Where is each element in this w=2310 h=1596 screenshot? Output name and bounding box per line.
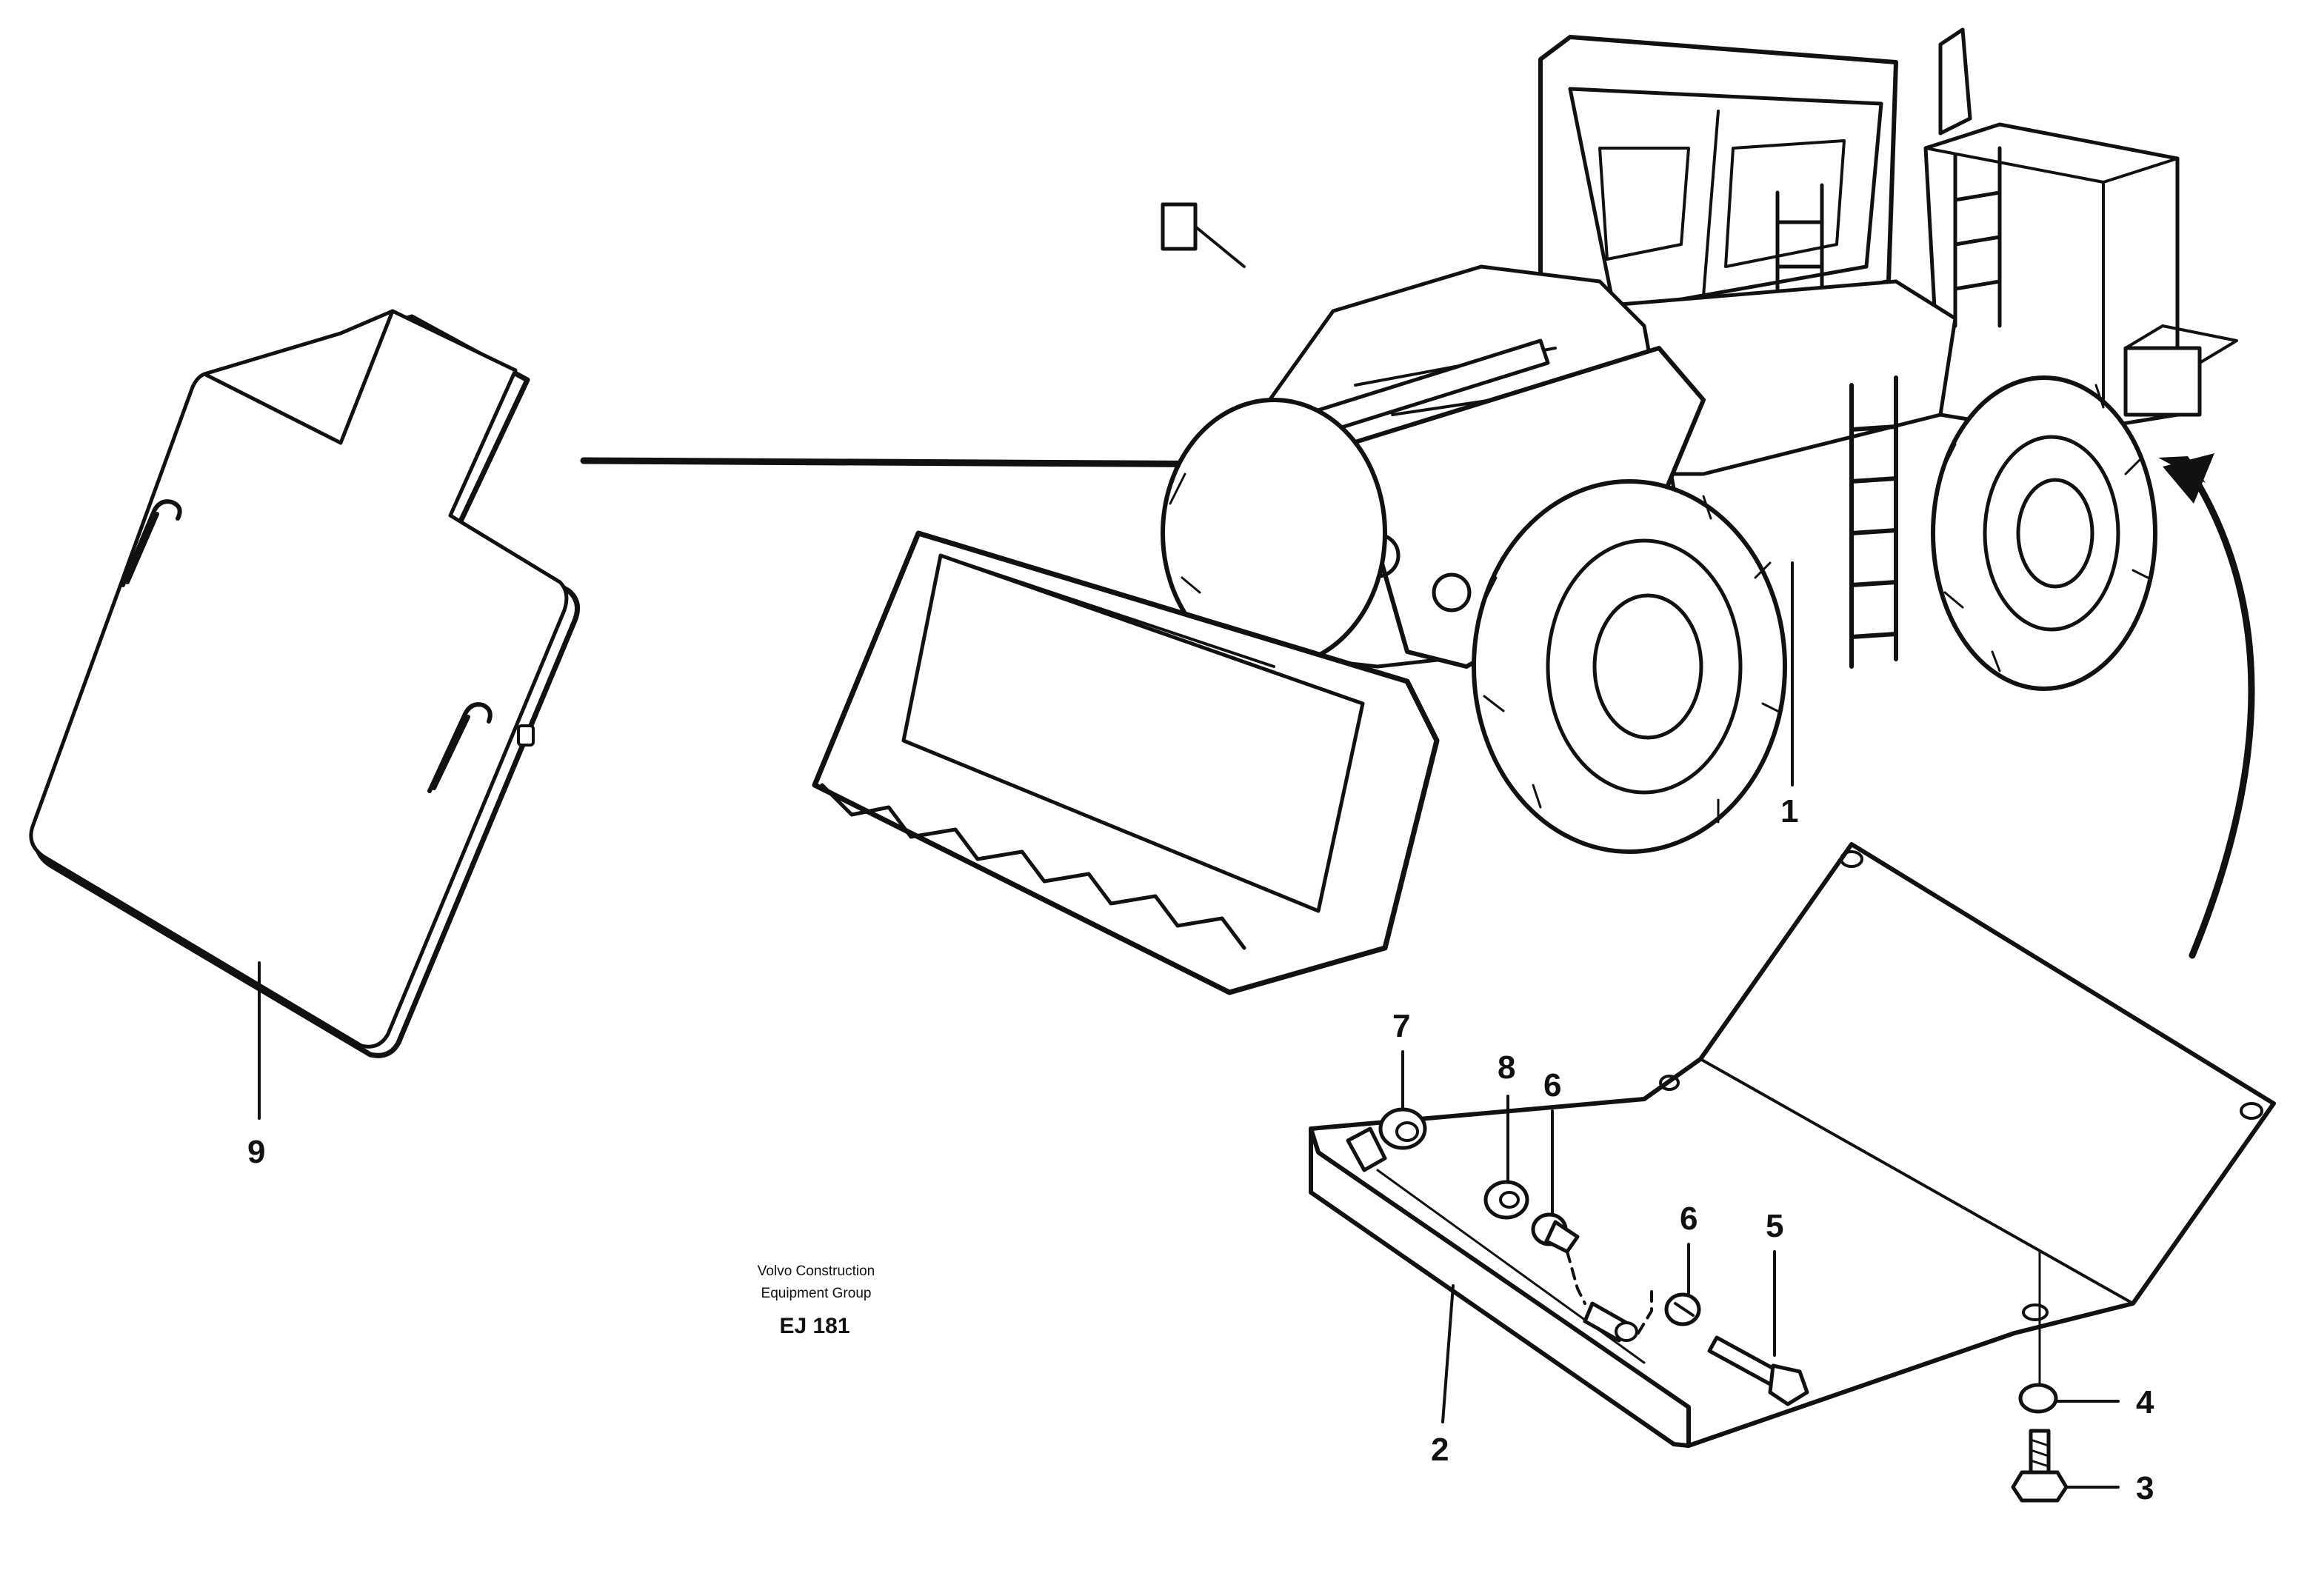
bolt-part-3	[2011, 1429, 2120, 1503]
wheel-loader-part-1	[812, 27, 2238, 995]
bottom-guard-part-2	[1309, 842, 2276, 1448]
callout-6a: 6	[1543, 1067, 1561, 1103]
nut-part-7	[1378, 1050, 1427, 1150]
credit-line-1: Volvo Construction	[758, 1263, 875, 1279]
hardware-parts	[1346, 1050, 2120, 1503]
callout-5: 5	[1766, 1208, 1783, 1244]
callout-4: 4	[2136, 1384, 2154, 1420]
callout-2: 2	[1431, 1432, 1449, 1468]
credit-block: Volvo Construction Equipment Group EJ 18…	[758, 1263, 875, 1338]
credit-line-2: Equipment Group	[761, 1286, 872, 1301]
bolt-part-5	[1707, 1250, 1809, 1406]
callout-8: 8	[1498, 1049, 1515, 1086]
cover-plate-part-9	[29, 309, 581, 1120]
washer-part-4	[2018, 1383, 2120, 1414]
figure-code: EJ 181	[779, 1314, 849, 1338]
callout-3: 3	[2136, 1470, 2154, 1506]
washer-part-8	[1483, 1095, 1529, 1220]
callout-labels: 1 2 3 4 5 6 6 7 8 9	[247, 793, 2154, 1506]
callout-1: 1	[1780, 793, 1798, 829]
callout-9: 9	[247, 1134, 265, 1170]
bushing-part-6b	[1664, 1243, 1701, 1326]
callout-6b: 6	[1680, 1201, 1698, 1237]
callout-7: 7	[1392, 1008, 1410, 1044]
assembly-arrow-right	[2158, 453, 2255, 959]
